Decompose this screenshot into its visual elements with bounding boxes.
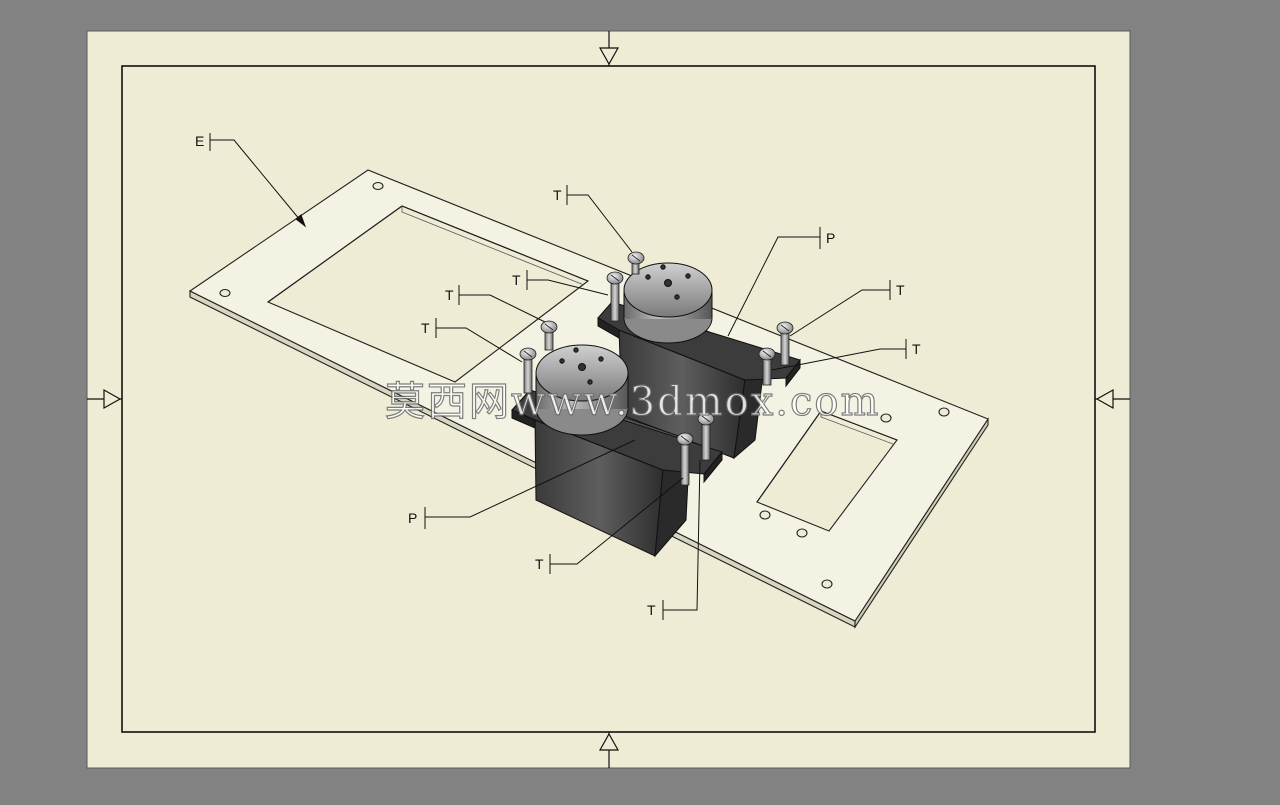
screw-8: [676, 432, 694, 486]
section-arrow-up-icon: [598, 732, 620, 768]
callout-t2: T: [512, 272, 521, 288]
screw-1: [627, 251, 645, 275]
callout-t3: T: [445, 287, 454, 303]
screw-3: [776, 321, 794, 366]
screw-7: [697, 412, 715, 461]
section-arrow-right-icon: [87, 388, 122, 410]
screw-5: [540, 320, 558, 351]
screw-6: [519, 347, 537, 394]
watermark-text: 莫西网www.3dmox.com: [385, 379, 880, 425]
screw-4: [758, 347, 776, 386]
callout-p1: P: [826, 230, 835, 246]
leader-lines: [209, 133, 907, 620]
callout-e: E: [195, 133, 204, 149]
callout-t1: T: [553, 187, 562, 203]
section-arrow-left-icon: [1095, 388, 1130, 410]
callout-t8: T: [647, 602, 656, 618]
callout-t7: T: [535, 556, 544, 572]
screw-2: [606, 271, 624, 322]
callout-t4: T: [421, 320, 430, 336]
section-arrow-down-icon: [598, 31, 620, 66]
callout-t6: T: [912, 341, 921, 357]
callout-p2: P: [408, 510, 417, 526]
callout-t5: T: [896, 282, 905, 298]
